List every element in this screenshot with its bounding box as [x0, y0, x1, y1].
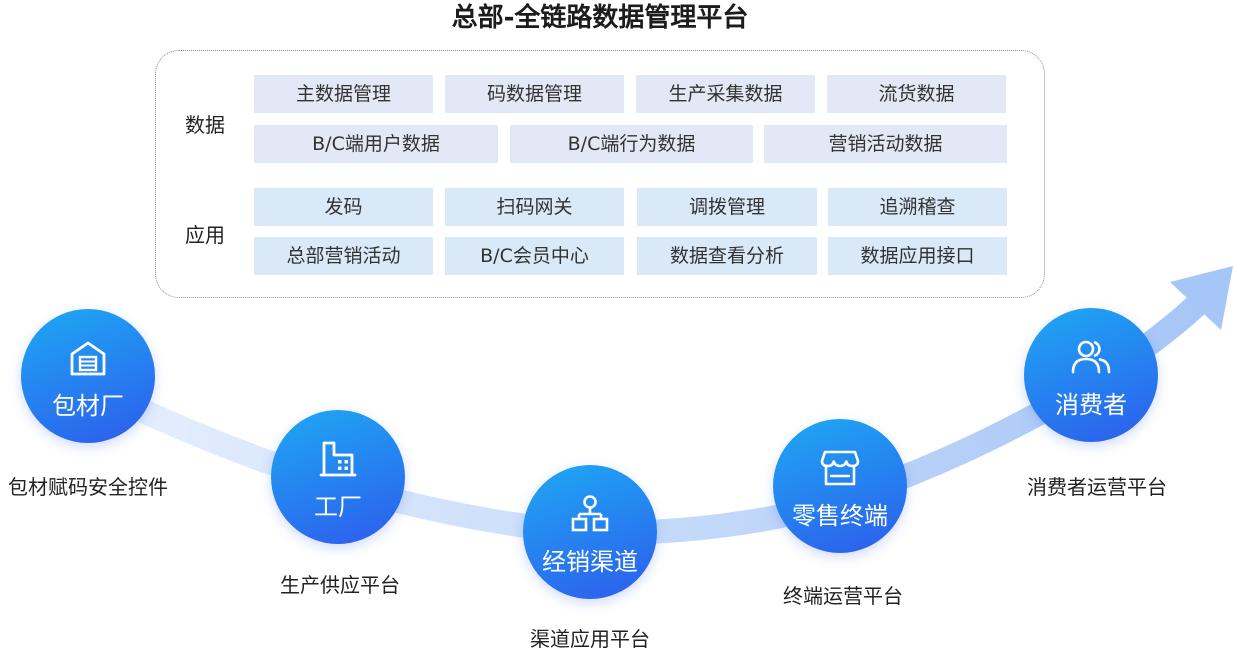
- org-chart-icon: [569, 493, 611, 535]
- node-platform-label: 终端运营平台: [783, 584, 903, 608]
- app-module-cell: 总部营销活动: [254, 237, 433, 275]
- arrow-head: [1170, 266, 1233, 330]
- data-module-cell: 营销活动数据: [764, 125, 1007, 163]
- node-packaging-factory: 包材厂: [21, 309, 155, 443]
- app-module-cell: B/C会员中心: [445, 237, 624, 275]
- node-distribution-channel: 经销渠道: [523, 465, 657, 599]
- app-module-cell: 数据应用接口: [828, 237, 1007, 275]
- users-icon: [1070, 336, 1112, 378]
- store-icon: [819, 447, 861, 489]
- app-section-label: 应用: [185, 223, 225, 247]
- diagram-title: 总部-全链路数据管理平台: [451, 3, 749, 33]
- data-module-cell: 生产采集数据: [636, 75, 815, 113]
- app-module-cell: 调拨管理: [637, 188, 817, 226]
- node-consumer: 消费者: [1024, 308, 1158, 442]
- data-section-label: 数据: [185, 113, 225, 137]
- node-name: 零售终端: [792, 502, 888, 530]
- data-module-cell: B/C端行为数据: [510, 125, 753, 163]
- node-name: 工厂: [314, 493, 362, 521]
- warehouse-icon: [67, 337, 109, 379]
- data-module-cell: 主数据管理: [254, 75, 433, 113]
- node-retail-terminal: 零售终端: [773, 419, 907, 553]
- factory-icon: [317, 438, 359, 480]
- data-module-cell: B/C端用户数据: [254, 125, 498, 163]
- app-module-cell: 追溯稽查: [828, 188, 1007, 226]
- node-platform-label: 渠道应用平台: [530, 627, 650, 651]
- node-factory: 工厂: [271, 410, 405, 544]
- node-name: 消费者: [1055, 391, 1127, 419]
- node-platform-label: 消费者运营平台: [1027, 475, 1167, 499]
- data-module-cell: 流货数据: [827, 75, 1006, 113]
- platform-panel: [155, 50, 1045, 298]
- data-module-cell: 码数据管理: [445, 75, 624, 113]
- node-name: 包材厂: [52, 392, 124, 420]
- node-platform-label: 生产供应平台: [280, 573, 400, 597]
- node-name: 经销渠道: [542, 548, 638, 576]
- app-module-cell: 数据查看分析: [637, 237, 817, 275]
- app-module-cell: 扫码网关: [445, 188, 624, 226]
- node-platform-label: 包材赋码安全控件: [8, 475, 168, 499]
- app-module-cell: 发码: [254, 188, 433, 226]
